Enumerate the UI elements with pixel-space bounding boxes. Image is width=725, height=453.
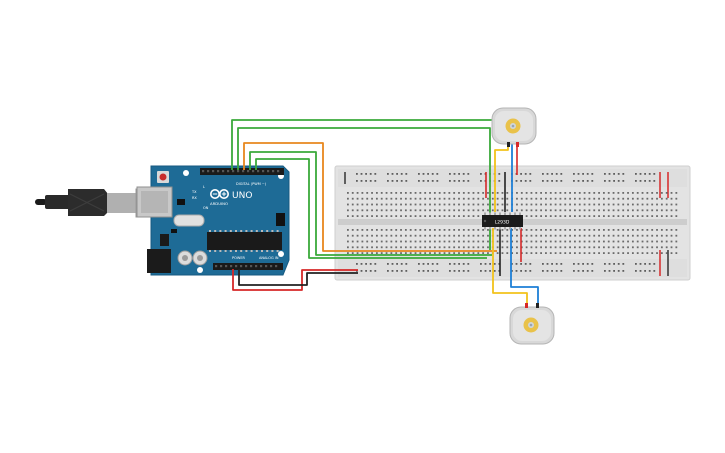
arduino-model-text: UNO <box>232 191 252 201</box>
header-pins <box>202 170 280 268</box>
l-led-label: L <box>203 185 205 189</box>
wire-green-3[interactable] <box>249 151 492 256</box>
arduino-uno-board[interactable]: ARDUINO UNO DIGITAL (PWM ~) POWER ANALOG… <box>35 165 290 276</box>
wire-black-gnd[interactable] <box>238 269 358 286</box>
arduino-logo <box>210 189 230 200</box>
breadboard-holes <box>347 173 678 272</box>
on-led-label: ON <box>203 206 209 210</box>
tx-label: TX <box>191 190 197 194</box>
power-label: POWER <box>232 256 246 260</box>
power-jack[interactable] <box>147 249 171 273</box>
rx-label: RX <box>192 196 197 200</box>
wire-yellow-bottom[interactable] <box>492 228 528 308</box>
wire-green-4[interactable] <box>255 158 487 259</box>
reset-button[interactable] <box>159 173 167 181</box>
digital-label: DIGITAL (PWM ~) <box>236 182 267 186</box>
wire-orange[interactable] <box>243 142 497 252</box>
power-analog-header[interactable] <box>213 263 283 270</box>
l293d-chip[interactable]: L293D <box>482 212 523 230</box>
wire-blue-bottom[interactable] <box>510 228 539 308</box>
wires[interactable] <box>231 119 539 308</box>
atmega-chip <box>207 232 282 250</box>
analog-in-label: ANALOG IN <box>259 256 279 260</box>
dc-motor-top[interactable] <box>491 107 537 147</box>
wire-green-motor-top[interactable] <box>231 119 497 170</box>
wire-red-5v[interactable] <box>232 269 358 291</box>
arduino-brand-text: ARDUINO <box>210 201 228 206</box>
chip-label: L293D <box>495 220 510 226</box>
dc-motor-bottom[interactable] <box>509 303 555 345</box>
wire-green-2[interactable] <box>237 127 491 250</box>
